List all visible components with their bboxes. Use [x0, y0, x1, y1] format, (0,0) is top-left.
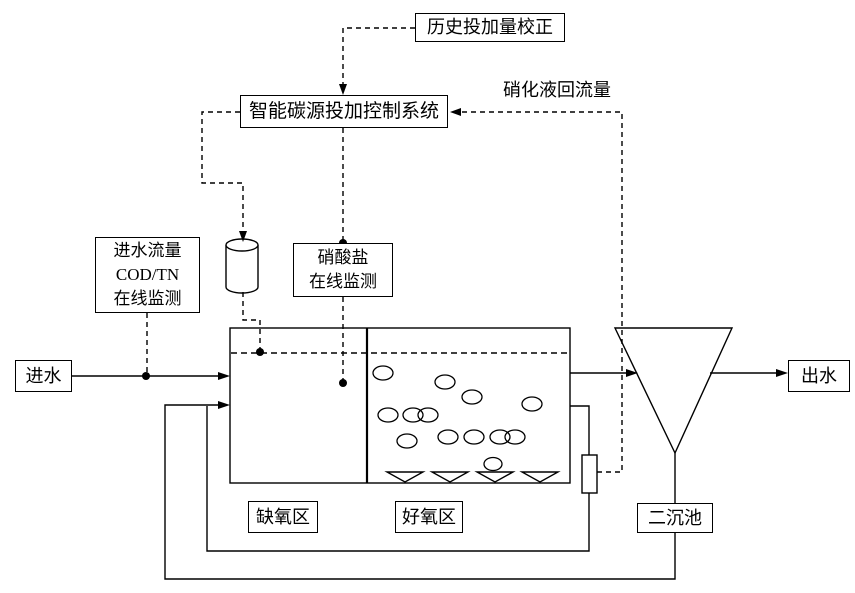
control-system-box: 智能碳源投加控制系统	[240, 95, 448, 128]
influent-box: 进水	[15, 360, 72, 392]
clarifier-funnel-icon	[613, 327, 734, 455]
nitrate-monitor-line1: 硝酸盐	[317, 248, 369, 267]
signal-dosing-point	[242, 292, 261, 352]
arrow-to-effluent	[776, 369, 788, 377]
arrow-influent	[218, 372, 230, 380]
diffuser-icons	[384, 471, 561, 483]
bioreactor-tank	[229, 327, 571, 484]
signal-recycle-flow-to-controller	[454, 111, 623, 473]
signal-history-to-controller	[342, 27, 415, 91]
signal-lines	[146, 27, 623, 473]
influent-monitor-box: 进水流量 COD/TN 在线监测	[95, 237, 200, 313]
history-correction-box: 历史投加量校正	[415, 13, 565, 42]
influent-monitor-line1: 进水流量	[113, 241, 182, 260]
carbon-source-tank-icon	[225, 238, 259, 294]
arrow-return-to-anoxic	[218, 401, 230, 409]
flow-meter-icon	[581, 454, 598, 494]
arrow-into-dosing-tank	[239, 231, 247, 242]
aerobic-zone-box: 好氧区	[395, 501, 463, 533]
arrow-into-controller-right	[450, 108, 461, 116]
effluent-box: 出水	[788, 360, 850, 392]
arrow-into-controller-top	[339, 84, 347, 95]
aeration-bubbles-icon	[372, 365, 543, 472]
signal-controller-to-dosing-tank	[201, 111, 244, 236]
arrow-to-clarifier	[626, 369, 638, 377]
arrowheads	[218, 84, 788, 409]
influent-monitor-line2: COD/TN	[115, 265, 180, 284]
nitrate-monitor-line2: 在线监测	[309, 272, 377, 291]
nitrified-recycle-pipe	[206, 405, 590, 552]
recycle-flow-label: 硝化液回流量	[503, 80, 611, 100]
sludge-return-pipe	[164, 404, 676, 580]
anoxic-zone-box: 缺氧区	[248, 501, 318, 533]
influent-monitor-line3: 在线监测	[113, 289, 182, 308]
nitrate-monitor-box: 硝酸盐 在线监测	[293, 243, 393, 297]
clarifier-box: 二沉池	[637, 503, 713, 533]
